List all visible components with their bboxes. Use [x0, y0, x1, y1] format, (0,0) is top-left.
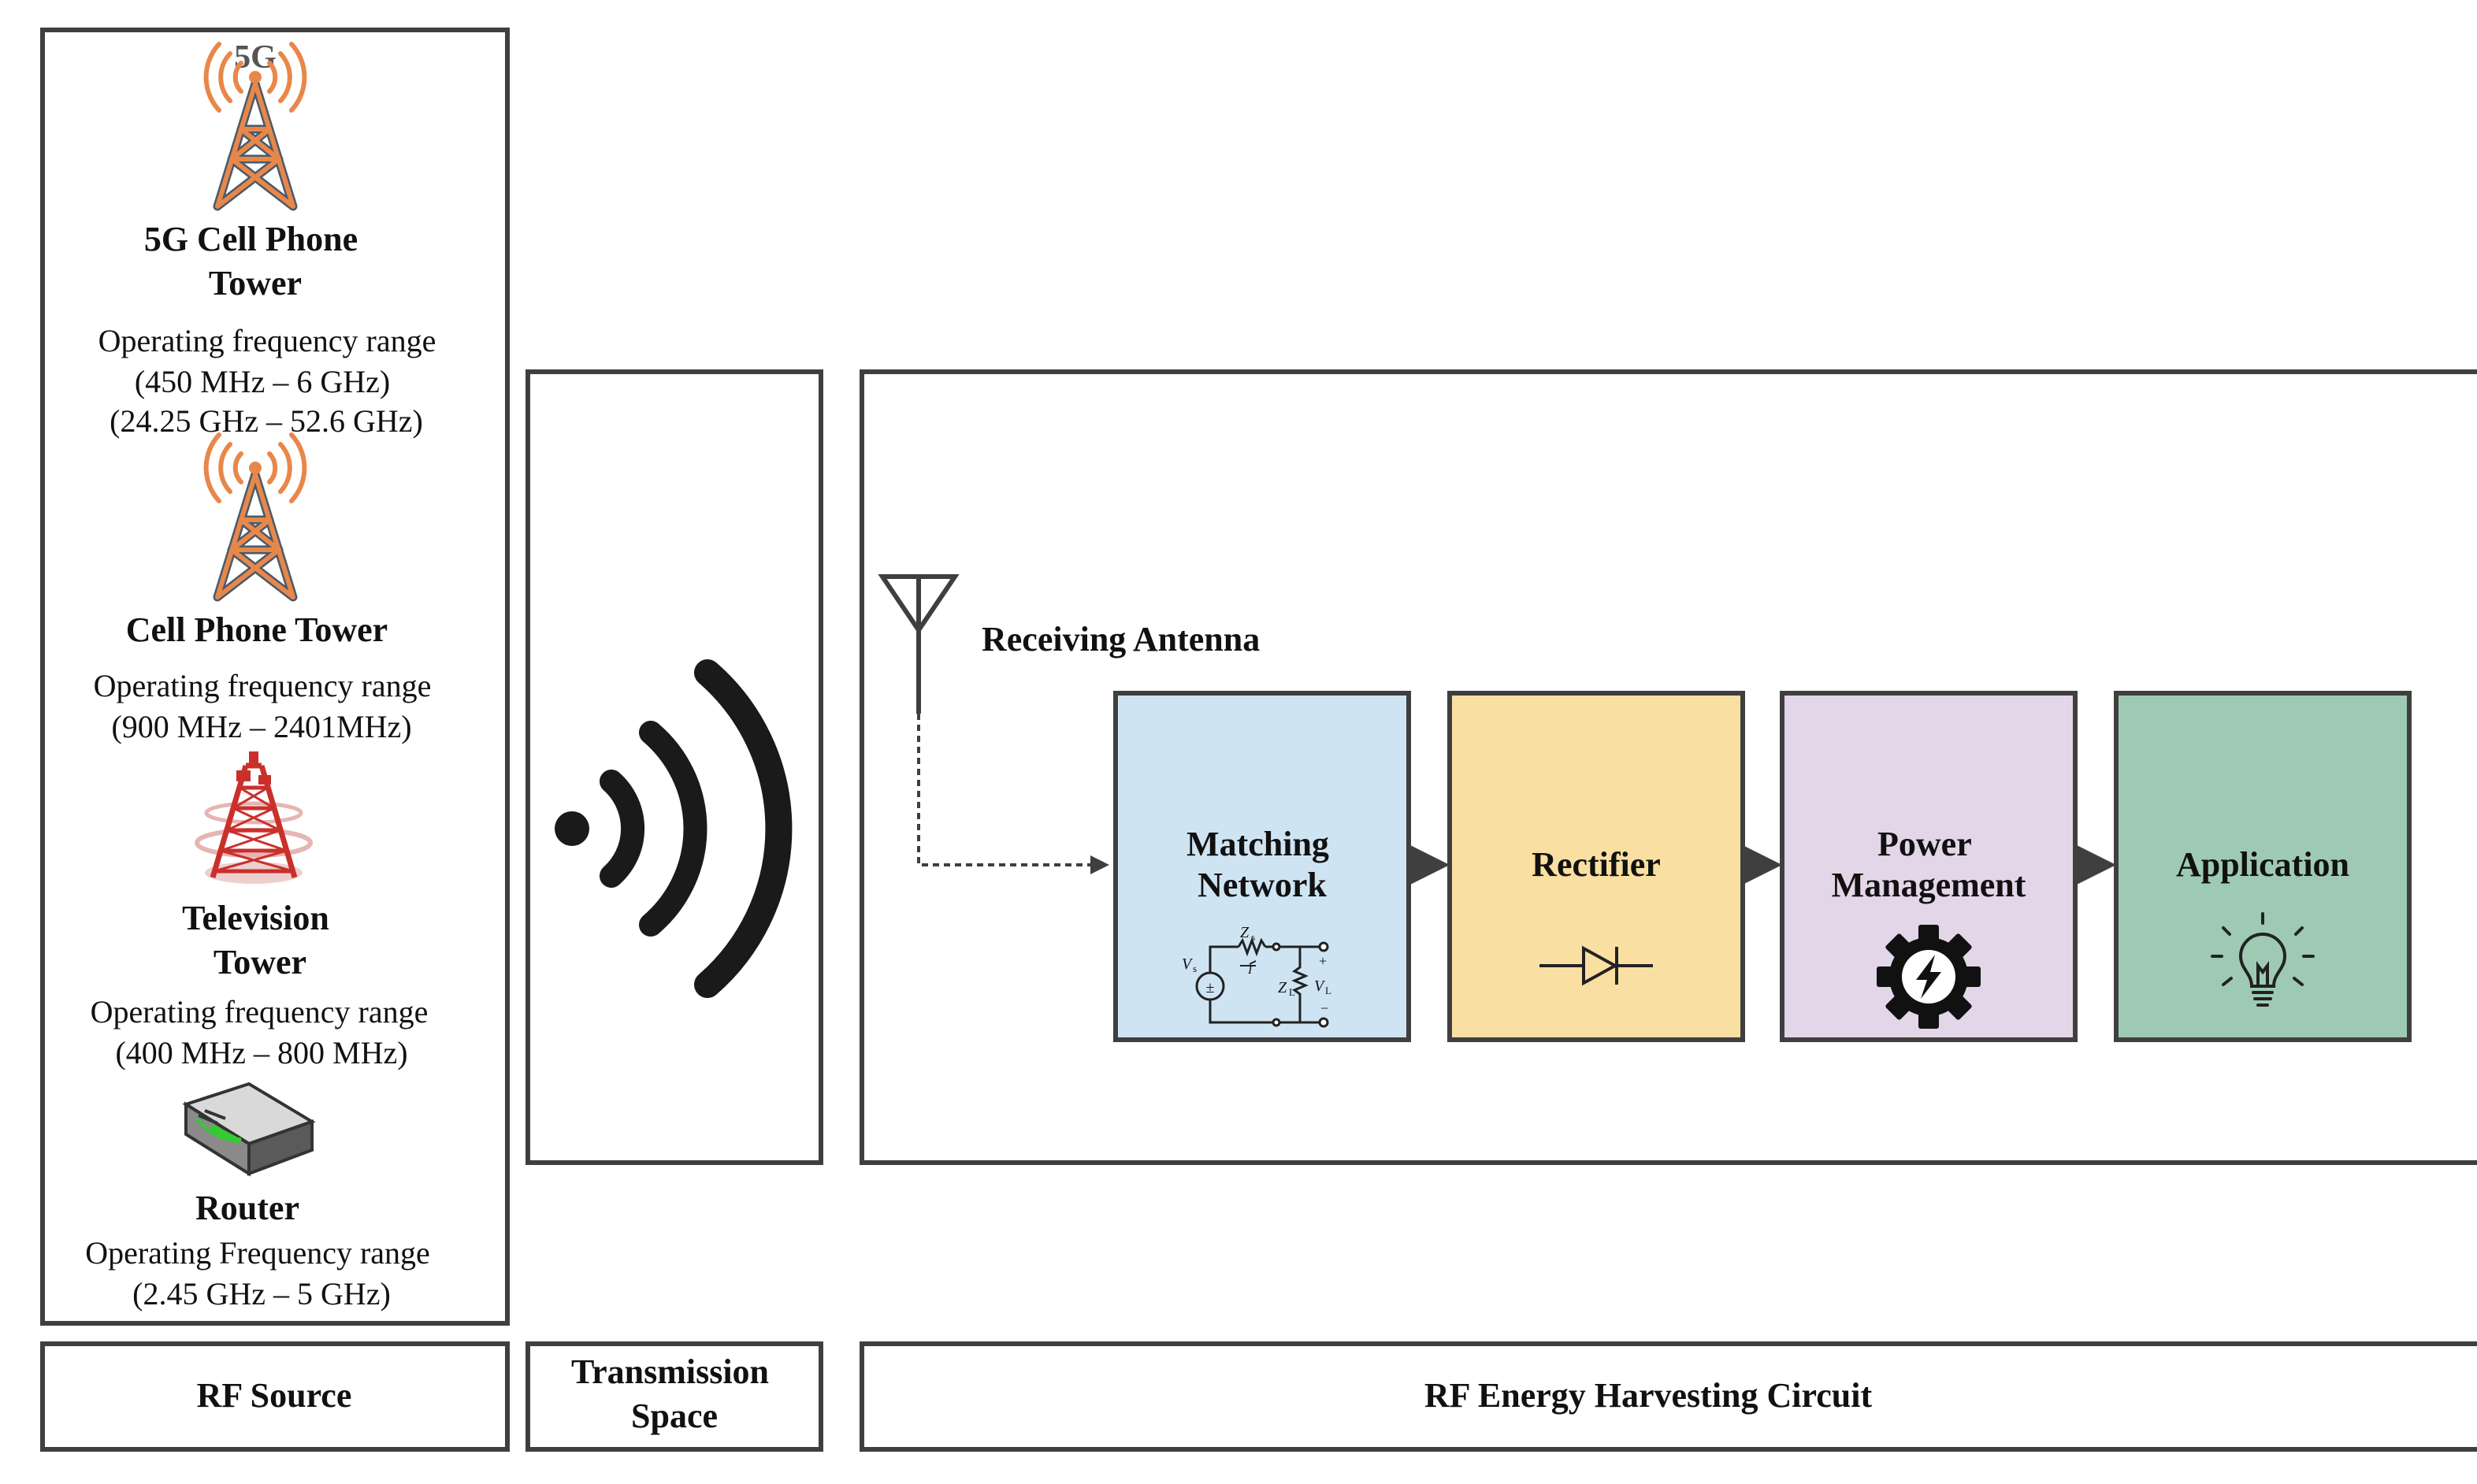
- antenna-signal-path: [917, 714, 1109, 874]
- svg-text:Transmission Space: Transmission Space: [571, 1352, 778, 1435]
- receiving-antenna-icon: [878, 574, 960, 714]
- source-5g-tower: 5G 5G Cell Phone Tower Operating frequen…: [98, 39, 444, 439]
- source-frequency-label: Operating Frequency range: [85, 1235, 430, 1271]
- source-title: Tower: [209, 264, 302, 302]
- router-icon: [182, 1081, 316, 1177]
- diode-icon: [1539, 945, 1653, 986]
- harvesting-circuit-footer: [860, 1341, 2477, 1452]
- rf-source-title: RF Source: [197, 1376, 352, 1415]
- svg-text:V: V: [1314, 978, 1326, 995]
- source-polarity: ±: [1206, 979, 1215, 996]
- block-label: Application: [2176, 845, 2349, 884]
- svg-text:Z: Z: [1278, 979, 1287, 996]
- block-label: Rectifier: [1532, 845, 1661, 884]
- matching-network-block: [1113, 691, 1411, 1042]
- source-title: Television: [182, 899, 329, 937]
- source-frequency-range: (450 MHz – 6 GHz): [135, 364, 390, 399]
- svg-text:Operating Frequency range: Operating Frequency range (2.45 GHz – 5 …: [85, 1235, 438, 1311]
- svg-text:s: s: [1251, 931, 1255, 943]
- power-gear-icon: [1877, 925, 1981, 1029]
- svg-text:I: I: [1247, 963, 1253, 977]
- 5g-badge: 5G: [234, 39, 277, 76]
- source-title: Cell Phone Tower: [126, 610, 388, 649]
- source-title: Router: [195, 1189, 299, 1227]
- source-frequency-label: Operating frequency range: [91, 994, 429, 1030]
- source-frequency-range: (24.25 GHz – 52.6 GHz): [110, 403, 423, 439]
- transmission-space-panel: [525, 369, 823, 1165]
- svg-text:Matching Network: Matching Network: [1187, 825, 1338, 904]
- source-frequency-range: (2.45 GHz – 5 GHz): [132, 1276, 391, 1311]
- transmission-space-title: Space: [631, 1397, 718, 1435]
- rf-source-footer: [40, 1341, 510, 1452]
- source-cell-tower: Cell Phone Tower Operating frequency ran…: [94, 435, 440, 744]
- source-television-tower: Television Tower Operating frequency ran…: [91, 751, 436, 1070]
- svg-text:Television Tower: Television Tower: [182, 899, 338, 981]
- wireless-signal-icon: [555, 659, 793, 998]
- svg-text:Cell Phone Tower: Cell Phone Tower: [126, 610, 388, 649]
- block-label: Matching: [1187, 825, 1329, 863]
- cell-tower-icon: [206, 435, 305, 597]
- harvesting-circuit-title: RF Energy Harvesting Circuit: [1424, 1376, 1873, 1415]
- svg-text:L: L: [1325, 985, 1331, 996]
- source-frequency-label: Operating frequency range: [94, 668, 432, 703]
- svg-text:5G Cell Phone Tower: 5G Cell Phone Tower: [144, 220, 366, 302]
- svg-text:Application: Application: [2176, 845, 2349, 884]
- matching-circuit-labels: Z s Z L V s V L + − I: [1182, 924, 1331, 1016]
- svg-text:+: +: [1319, 953, 1327, 969]
- rf-source-panel: [40, 28, 510, 1326]
- block-label: Power: [1877, 825, 1971, 863]
- svg-text:V: V: [1182, 955, 1194, 973]
- light-bulb-icon: [2211, 912, 2315, 1007]
- source-frequency-range: (400 MHz – 800 MHz): [115, 1035, 407, 1070]
- svg-text:s: s: [1193, 963, 1197, 974]
- block-label: Network: [1198, 866, 1327, 904]
- source-frequency-range: (900 MHz – 2401MHz): [111, 709, 411, 744]
- harvesting-circuit-panel: [860, 369, 2477, 1165]
- source-frequency-label: Operating frequency range: [98, 323, 436, 358]
- television-tower-icon: [195, 751, 313, 884]
- svg-text:Operating frequency range: Operating frequency range (450 MHz – 6 G…: [98, 323, 444, 439]
- application-block: [2114, 691, 2412, 1042]
- matching-circuit-icon: [1195, 937, 1329, 1028]
- svg-text:Z: Z: [1240, 924, 1250, 941]
- rectifier-block: [1447, 691, 1745, 1042]
- svg-text:Router: Router: [195, 1189, 299, 1227]
- transmission-space-footer: [525, 1341, 823, 1452]
- block-label: Management: [1832, 866, 2026, 904]
- svg-text:Power Management: Power Management: [1832, 825, 2026, 904]
- receiving-antenna-label: Receiving Antenna: [982, 620, 1260, 659]
- source-router: Router Operating Frequency range (2.45 G…: [85, 1081, 438, 1311]
- transmission-space-title: Transmission: [571, 1352, 769, 1391]
- source-title: 5G Cell Phone: [144, 220, 358, 258]
- svg-text:Operating frequency range: Operating frequency range (400 MHz – 800…: [91, 994, 436, 1070]
- svg-text:L: L: [1289, 986, 1295, 998]
- svg-text:Rectifier: Rectifier: [1532, 845, 1661, 884]
- source-title: Tower: [214, 943, 306, 981]
- svg-text:Operating frequency range: Operating frequency range (900 MHz – 240…: [94, 668, 440, 744]
- svg-text:−: −: [1320, 1000, 1328, 1016]
